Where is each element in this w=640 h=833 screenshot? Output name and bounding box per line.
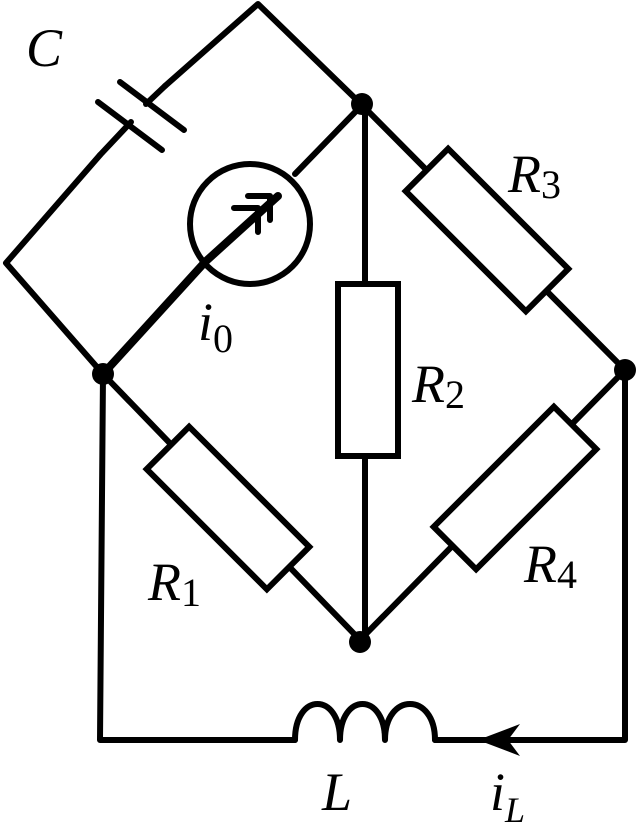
label-r3-symbol: R: [507, 144, 541, 204]
node-top: [351, 93, 373, 115]
label-r4-symbol: R: [523, 534, 557, 594]
label-r3: R3: [507, 144, 561, 207]
label-r4: R4: [523, 534, 577, 597]
capacitor-loop-wire-top: [162, 1, 365, 108]
resistor-r3: [401, 144, 573, 316]
source-wire-lower: [99, 258, 209, 378]
inductor-loop-left: [97, 371, 298, 743]
capacitor-lead-lower: [97, 119, 134, 158]
current-source-arrow-head-2: [245, 193, 273, 223]
resistor-r1: [142, 422, 314, 594]
label-r2-subscript: 2: [445, 372, 465, 417]
label-i0-subscript: 0: [213, 316, 233, 361]
current-source-arrow-shaft: [201, 192, 282, 266]
current-source: [187, 161, 313, 287]
label-r1-symbol: R: [147, 552, 181, 612]
source-wire-upper: [292, 102, 365, 177]
capacitor-plate-2: [117, 79, 187, 133]
label-r2-symbol: R: [411, 354, 445, 414]
node-right: [614, 359, 636, 381]
label-r2: R2: [411, 354, 465, 417]
resistor-r2: [335, 281, 401, 459]
label-il-symbol: i: [490, 762, 505, 822]
inductor: [292, 701, 438, 743]
capacitor: [95, 79, 187, 153]
label-il-subscript: L: [504, 790, 525, 830]
node-left: [92, 363, 114, 385]
label-il: iL: [490, 762, 525, 830]
current-source-arrow-head-1: [231, 205, 261, 235]
label-l: L: [321, 762, 352, 822]
label-i0: i0: [198, 292, 233, 361]
capacitor-loop-wire: [3, 152, 106, 377]
capacitor-plate-1: [95, 99, 165, 153]
label-r1-subscript: 1: [181, 570, 201, 615]
resistor-r4: [429, 402, 601, 574]
label-r1: R1: [147, 552, 201, 615]
label-r3-subscript: 3: [541, 162, 561, 207]
inductor-current-arrow: [478, 724, 520, 756]
label-i0-symbol: i: [198, 292, 213, 352]
node-bottom: [349, 631, 371, 653]
label-c: C: [26, 18, 63, 78]
label-r4-subscript: 4: [557, 552, 577, 597]
